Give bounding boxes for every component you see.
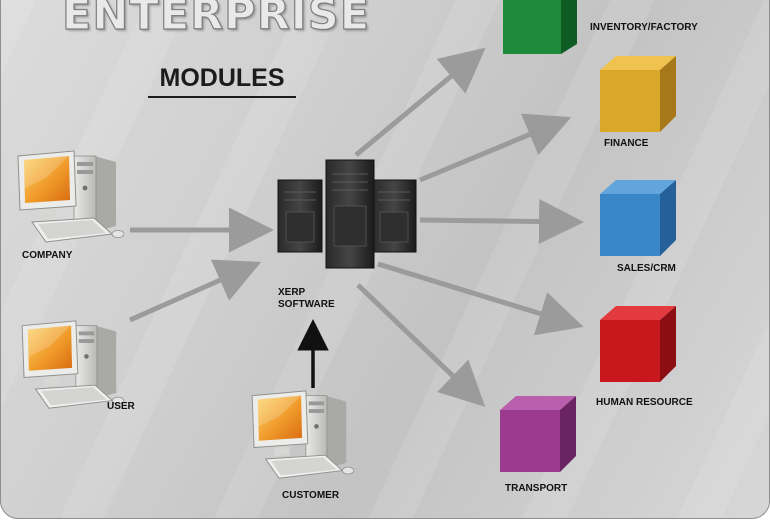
- hr-cube-icon: [600, 306, 676, 382]
- inventory-label: INVENTORY/FACTORY: [590, 22, 698, 33]
- server-label-line2: SOFTWARE: [278, 299, 335, 310]
- arrow-server-to-transport: [356, 283, 486, 407]
- sales-label: SALES/CRM: [617, 263, 676, 274]
- company-label: COMPANY: [22, 250, 73, 261]
- customer-label: CUSTOMER: [282, 490, 340, 501]
- transport-cube-icon: [500, 396, 576, 472]
- arrow-server-to-sales: [419, 199, 584, 245]
- hr-label: HUMAN RESOURCE: [596, 397, 693, 408]
- server-label-line1: XERP: [278, 287, 306, 298]
- finance-label: FINANCE: [604, 138, 649, 149]
- modules-heading: MODULES: [148, 64, 296, 98]
- company-computer-icon: [17, 150, 125, 243]
- transport-label: TRANSPORT: [505, 483, 568, 494]
- arrow-server-to-inventory: [354, 47, 486, 157]
- arrow-server-to-hr: [377, 261, 584, 336]
- sales-cube-icon: [600, 180, 676, 256]
- inventory-cube-icon: [503, 0, 577, 54]
- brand-logo: ENTERPRISE: [61, 0, 371, 41]
- user-label: USER: [107, 401, 135, 412]
- arrow-server-to-finance: [419, 113, 572, 183]
- server-icon: [277, 159, 417, 269]
- user-computer-icon: [21, 320, 125, 409]
- customer-computer-icon: [251, 390, 355, 479]
- finance-cube-icon: [600, 56, 676, 132]
- arrow-user-to-server: [128, 259, 262, 323]
